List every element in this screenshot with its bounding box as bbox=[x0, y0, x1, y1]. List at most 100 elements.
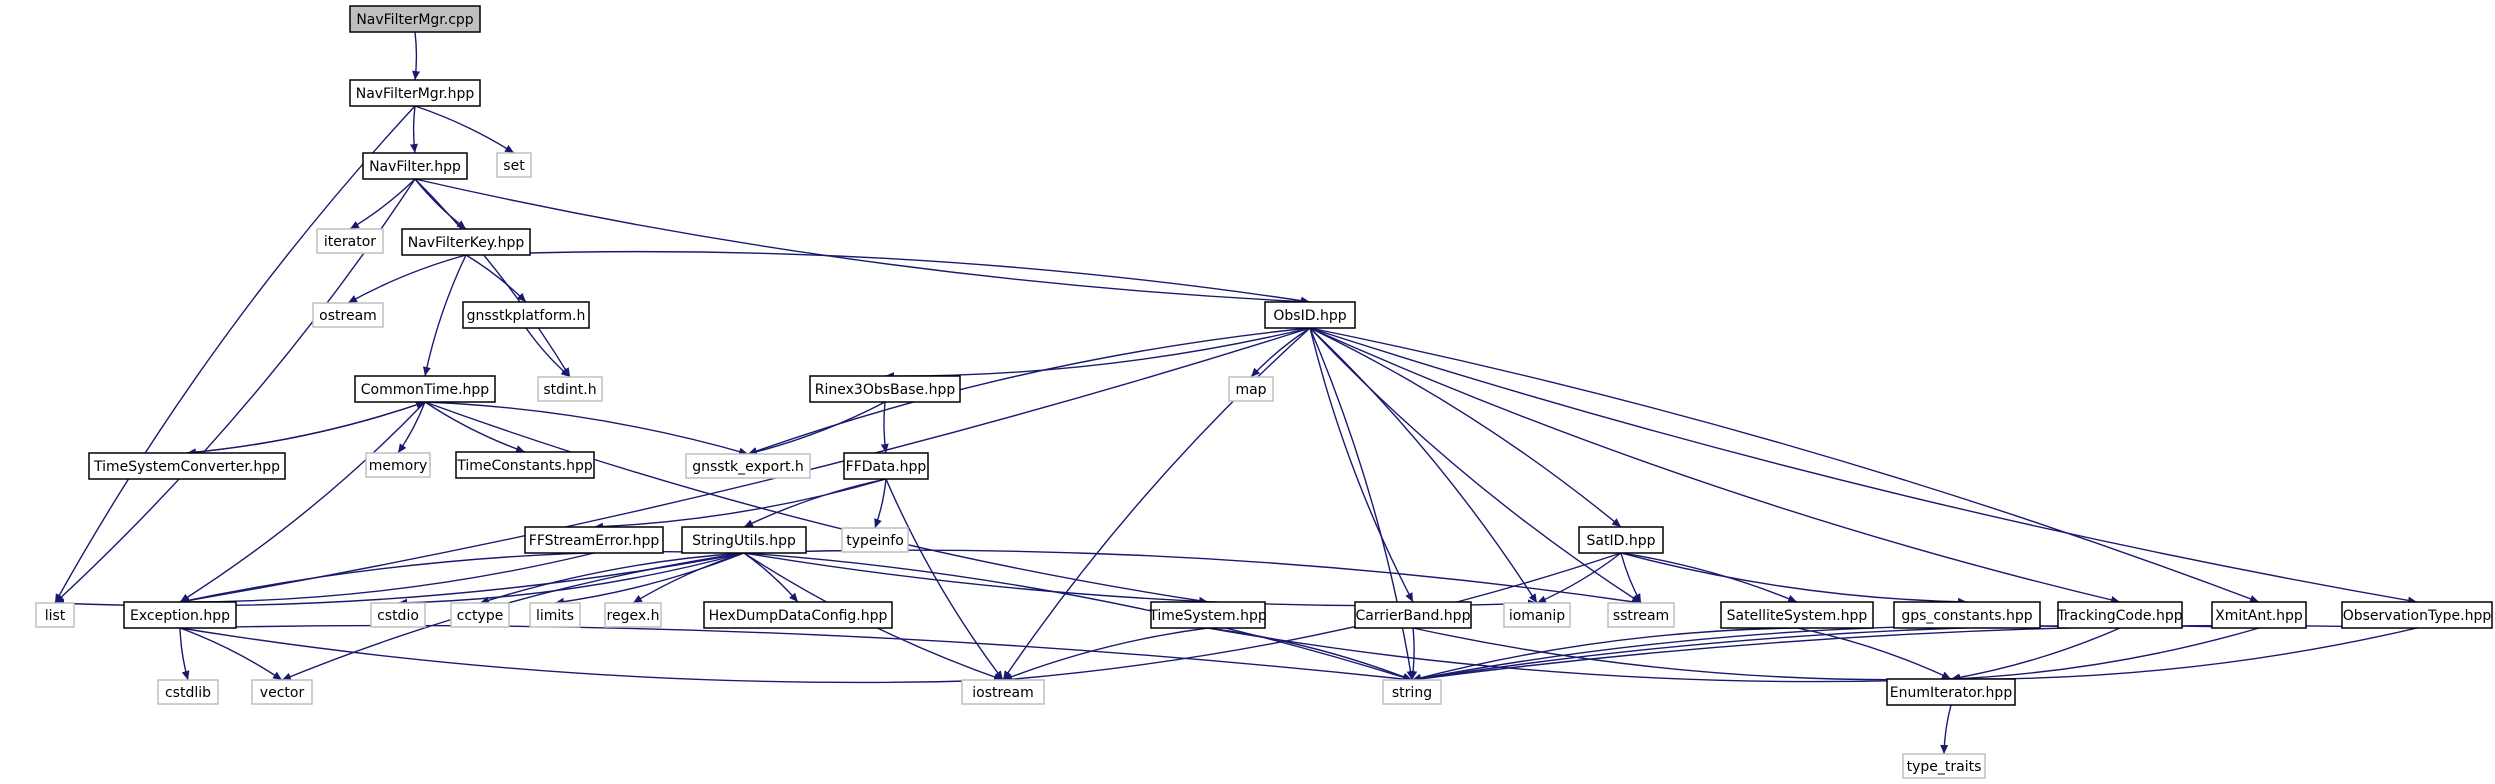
node-limits: limits bbox=[529, 602, 581, 628]
node-box bbox=[2057, 601, 2183, 629]
node-hexdumpdataconfig_hpp[interactable]: HexDumpDataConfig.hpp bbox=[703, 601, 893, 629]
edge-line bbox=[347, 254, 467, 304]
node-timeconstants_hpp[interactable]: TimeConstants.hpp bbox=[455, 451, 595, 479]
edge-navfiltermgr_cpp-to-navfiltermgr_hpp bbox=[412, 31, 421, 81]
node-label: SatID.hpp bbox=[1587, 533, 1656, 549]
node-obsid_hpp[interactable]: ObsID.hpp bbox=[1264, 301, 1356, 329]
edge-line bbox=[54, 105, 416, 604]
node-navfiltermgr_hpp[interactable]: NavFilterMgr.hpp bbox=[349, 79, 481, 107]
edge-commontime_hpp-to-exception_hpp bbox=[179, 401, 426, 603]
node-label: limits bbox=[536, 608, 574, 624]
edge-line bbox=[179, 401, 426, 603]
edge-line bbox=[349, 178, 416, 230]
node-trackingcode_hpp[interactable]: TrackingCode.hpp bbox=[2056, 601, 2183, 629]
edge-obsid_hpp-to-iomanip bbox=[1309, 327, 1538, 604]
node-box bbox=[35, 602, 75, 628]
edge-gnsstkplatform_h-to-stdint_h bbox=[525, 327, 571, 378]
node-gps_constants_hpp[interactable]: gps_constants.hpp bbox=[1893, 601, 2041, 629]
edge-stringutils_hpp-to-cstdio bbox=[397, 552, 745, 607]
node-label: EnumIterator.hpp bbox=[1890, 685, 2013, 701]
edge-navfilterkey_hpp-to-gnsstkplatform_h bbox=[465, 254, 527, 303]
edge-satid_hpp-to-sstream bbox=[1620, 552, 1642, 604]
edge-line bbox=[525, 327, 571, 378]
node-commontime_hpp[interactable]: CommonTime.hpp bbox=[354, 375, 496, 403]
edge-line bbox=[743, 478, 887, 528]
node-ffstreamerror_hpp[interactable]: FFStreamError.hpp bbox=[524, 526, 664, 554]
node-label: string bbox=[1392, 685, 1432, 701]
edge-line bbox=[397, 552, 745, 607]
node-label: regex.h bbox=[607, 608, 660, 624]
edge-line bbox=[1250, 327, 1311, 378]
node-label: FFStreamError.hpp bbox=[529, 533, 660, 549]
edge-line bbox=[412, 31, 421, 81]
node-xmitant_hpp[interactable]: XmitAnt.hpp bbox=[2211, 601, 2307, 629]
edge-line bbox=[1950, 627, 2121, 682]
node-box bbox=[524, 526, 664, 554]
node-box bbox=[529, 602, 581, 628]
edge-obsid_hpp-to-string bbox=[1309, 327, 1415, 681]
edge-ffdata_hpp-to-typeinfo bbox=[874, 478, 887, 529]
node-box bbox=[1150, 601, 1266, 629]
edge-line bbox=[743, 552, 1538, 608]
edge-line bbox=[179, 627, 190, 681]
node-timesystemconverter_hpp[interactable]: TimeSystemConverter.hpp bbox=[88, 452, 286, 480]
edge-line bbox=[1309, 327, 1538, 604]
node-stringutils_hpp[interactable]: StringUtils.hpp bbox=[681, 526, 807, 554]
edge-line bbox=[465, 250, 1311, 305]
node-stdint_h: stdint.h bbox=[537, 376, 603, 402]
node-rinex3obsbase_hpp[interactable]: Rinex3ObsBase.hpp bbox=[809, 375, 961, 403]
node-box bbox=[1886, 678, 2016, 706]
edge-line bbox=[1002, 552, 1622, 684]
edge-line bbox=[1309, 327, 1622, 528]
edge-commontime_hpp-to-timesystemconverter_hpp bbox=[186, 401, 426, 457]
edge-timesystem_hpp-to-iostream bbox=[1002, 627, 1209, 681]
edge-line bbox=[1536, 552, 1622, 604]
edge-exception_hpp-to-vector bbox=[179, 627, 283, 681]
edge-stringutils_hpp-to-iomanip bbox=[743, 552, 1538, 608]
node-carrierband_hpp[interactable]: CarrierBand.hpp bbox=[1354, 601, 1472, 629]
node-navfiltermgr_cpp[interactable]: NavFilterMgr.cpp bbox=[349, 5, 481, 33]
node-box bbox=[843, 452, 929, 480]
edge-obsid_hpp-to-observationtype_hpp bbox=[1309, 327, 2418, 605]
edge-ffdata_hpp-to-ffstreamerror_hpp bbox=[593, 478, 887, 531]
node-box bbox=[349, 79, 481, 107]
edge-navfilterkey_hpp-to-commontime_hpp bbox=[422, 254, 467, 377]
node-satellitesystem_hpp[interactable]: SatelliteSystem.hpp bbox=[1720, 601, 1874, 629]
edge-satid_hpp-to-iomanip bbox=[1536, 552, 1622, 604]
edge-line bbox=[1620, 552, 1642, 604]
edge-line bbox=[424, 401, 1209, 605]
node-label: iomanip bbox=[1509, 608, 1565, 624]
node-iostream: iostream bbox=[961, 679, 1045, 705]
node-enumiterator_hpp[interactable]: EnumIterator.hpp bbox=[1886, 678, 2016, 706]
node-box bbox=[703, 601, 893, 629]
edge-rinex3obsbase_hpp-to-gnsstk_export_h bbox=[747, 401, 886, 456]
node-box bbox=[365, 452, 431, 478]
edge-line bbox=[186, 401, 426, 454]
node-navfilterkey_hpp[interactable]: NavFilterKey.hpp bbox=[401, 228, 531, 256]
node-label: HexDumpDataConfig.hpp bbox=[709, 608, 888, 624]
edge-timesystemconverter_hpp-to-commontime_hpp bbox=[186, 401, 426, 454]
edge-stringutils_hpp-to-regex_h bbox=[632, 552, 745, 604]
node-label: NavFilter.hpp bbox=[369, 159, 461, 175]
node-gnsstkplatform_h[interactable]: gnsstkplatform.h bbox=[462, 301, 590, 329]
edge-line bbox=[1950, 627, 2260, 683]
node-timesystem_hpp[interactable]: TimeSystem.hpp bbox=[1148, 601, 1267, 629]
edge-line bbox=[479, 552, 745, 605]
edge-line bbox=[1796, 627, 1952, 680]
node-ffdata_hpp[interactable]: FFData.hpp bbox=[843, 452, 929, 480]
node-box bbox=[537, 376, 603, 402]
node-label: TrackingCode.hpp bbox=[2056, 608, 2182, 624]
edge-timesystem_hpp-to-enumiterator_hpp bbox=[1207, 627, 1952, 684]
node-cstdio: cstdio bbox=[370, 602, 426, 628]
edge-line bbox=[554, 552, 745, 606]
node-label: sstream bbox=[1613, 608, 1669, 624]
node-navfilter_hpp[interactable]: NavFilter.hpp bbox=[362, 152, 468, 180]
edge-line bbox=[1309, 327, 1414, 603]
node-box bbox=[1902, 753, 1986, 779]
node-satid_hpp[interactable]: SatID.hpp bbox=[1578, 526, 1664, 554]
node-iomanip: iomanip bbox=[1503, 602, 1571, 628]
node-observationtype_hpp[interactable]: ObservationType.hpp bbox=[2341, 601, 2493, 629]
node-box bbox=[455, 451, 595, 479]
node-exception_hpp[interactable]: Exception.hpp bbox=[123, 601, 237, 629]
node-cctype: cctype bbox=[450, 602, 510, 628]
